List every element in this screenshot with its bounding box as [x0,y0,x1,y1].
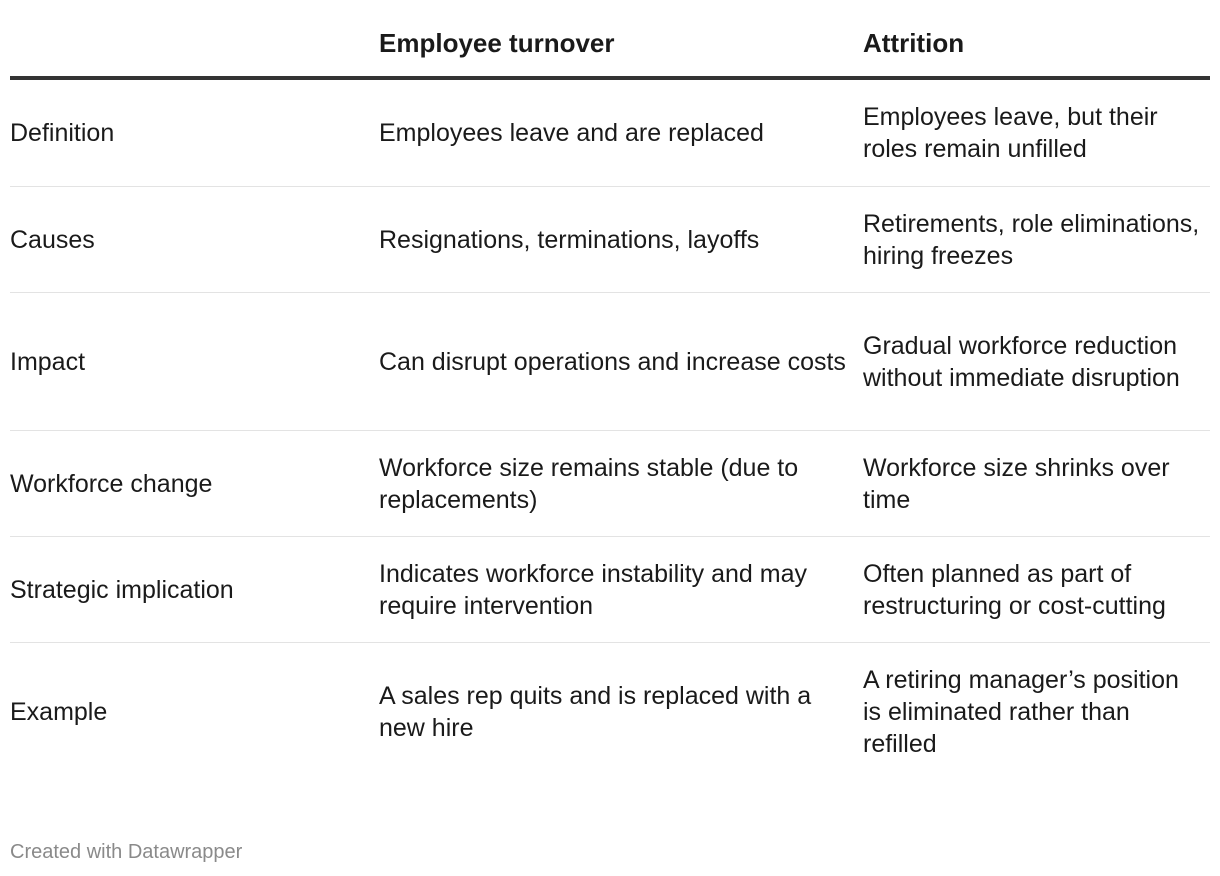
datawrapper-credit: Created with Datawrapper [10,841,243,863]
table-row: Example A sales rep quits and is replace… [10,643,1210,782]
turnover-cell: Resignations, terminations, layoffs [379,186,863,293]
row-label: Definition [10,78,379,187]
row-label: Strategic implication [10,536,379,643]
attrition-cell: Often planned as part of restructuring o… [863,536,1210,643]
row-label: Workforce change [10,430,379,537]
attrition-cell: Workforce size shrinks over time [863,430,1210,537]
row-label: Causes [10,186,379,293]
row-label: Example [10,698,108,726]
table-body: Definition Employees leave and are repla… [10,78,1210,781]
header-attrition: Attrition [863,28,1210,80]
table-row: Causes Resignations, terminations, layof… [10,186,1210,293]
turnover-cell: Employees leave and are replaced [379,78,863,187]
attrition-cell: Gradual workforce reduction without imme… [863,292,1210,431]
comparison-table: Employee turnover Attrition Definition E… [10,28,1210,781]
attrition-cell: Retirements, role eliminations, hiring f… [863,186,1210,293]
turnover-cell: Can disrupt operations and increase cost… [379,292,863,431]
attrition-cell: A retiring manager’s position is elimina… [863,666,1179,758]
turnover-cell: Workforce size remains stable (due to re… [379,430,863,537]
header-employee-turnover: Employee turnover [379,28,863,80]
table-row: Definition Employees leave and are repla… [10,78,1210,187]
table-header: Employee turnover Attrition [10,28,1210,80]
table-row: Workforce change Workforce size remains … [10,430,1210,537]
attrition-cell: Employees leave, but their roles remain … [863,78,1210,187]
turnover-cell: A sales rep quits and is replaced with a… [379,682,812,742]
table-row: Strategic implication Indicates workforc… [10,536,1210,643]
turnover-cell: Indicates workforce instability and may … [379,536,863,643]
header-empty-cell [10,28,379,80]
header-row: Employee turnover Attrition [10,28,1210,80]
row-label: Impact [10,292,379,431]
table-row: Impact Can disrupt operations and increa… [10,292,1210,431]
comparison-table-container: Employee turnover Attrition Definition E… [10,28,1210,781]
